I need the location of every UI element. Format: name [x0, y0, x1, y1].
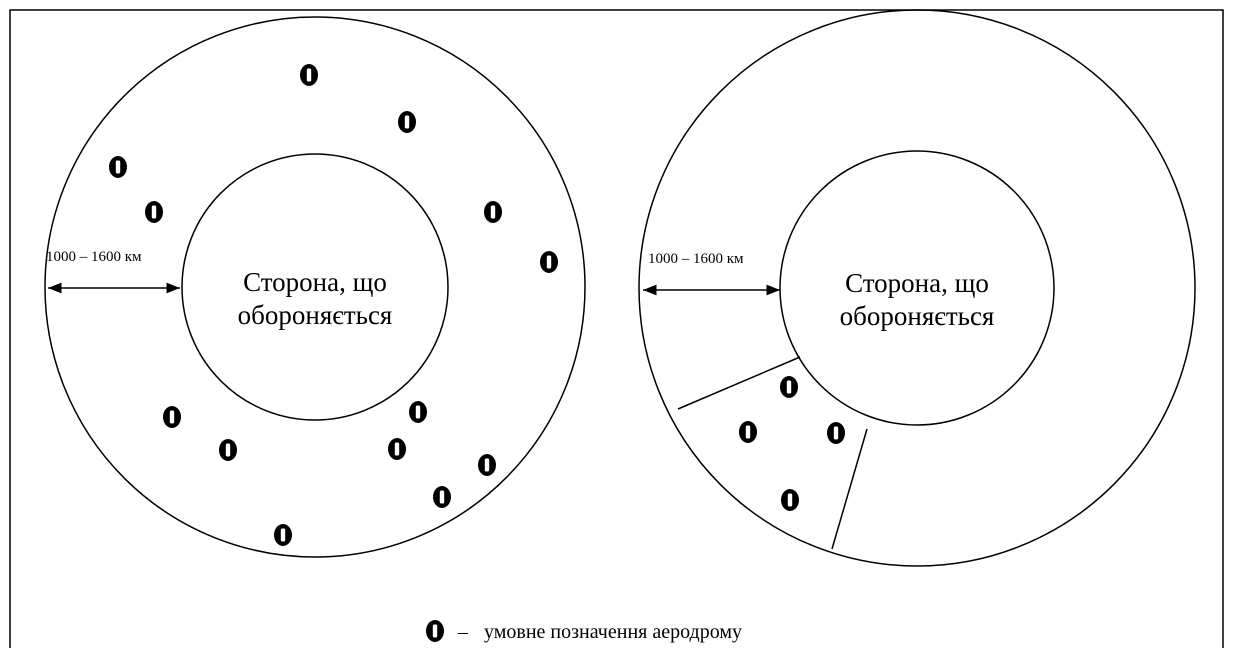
airfield-icon — [300, 64, 318, 86]
left-outer-zone-circle — [44, 16, 586, 558]
airfield-icon — [109, 156, 127, 178]
airfield-icon — [540, 251, 558, 273]
legend: – умовне позначення аеродрому — [426, 620, 742, 643]
airfield-icon — [409, 401, 427, 423]
right-diagram: 1000 – 1600 км Сторона, що обороняється — [638, 9, 1196, 567]
legend-dash: – — [457, 621, 469, 643]
airfield-icon — [780, 376, 798, 398]
right-outer-zone-circle — [638, 9, 1196, 567]
airfield-icon — [484, 201, 502, 223]
left-airfield-markers — [109, 64, 558, 546]
left-center-label-line1: Сторона, що — [243, 267, 387, 297]
right-sector-boundary-lower — [831, 428, 868, 550]
airfield-icon — [274, 524, 292, 546]
airfield-icon — [781, 489, 799, 511]
legend-airfield-icon — [426, 620, 444, 642]
figure-frame — [9, 9, 1224, 648]
airfield-icon — [388, 438, 406, 460]
airfield-icon — [827, 422, 845, 444]
airfield-icon — [163, 406, 181, 428]
right-defended-side-circle — [779, 150, 1055, 426]
left-diagram: 1000 – 1600 км Сторона, що обороняється — [44, 16, 586, 558]
legend-text: умовне позначення аеродрому — [484, 621, 742, 643]
right-sector-boundary-upper — [677, 356, 801, 410]
airfield-icon — [433, 486, 451, 508]
right-dimension-label: 1000 – 1600 км — [648, 251, 744, 267]
airfield-icon — [219, 439, 237, 461]
airfield-icon — [426, 620, 444, 642]
airfield-icon — [398, 111, 416, 133]
airfield-icon — [739, 421, 757, 443]
right-center-label-line2: обороняється — [840, 301, 995, 331]
left-defended-side-circle — [181, 153, 449, 421]
left-dimension-label: 1000 – 1600 км — [46, 249, 142, 265]
airfield-icon — [145, 201, 163, 223]
airfield-icon — [478, 454, 496, 476]
right-center-label-line1: Сторона, що — [845, 268, 989, 298]
left-center-label-line2: обороняється — [238, 300, 393, 330]
right-airfield-markers — [739, 376, 845, 511]
